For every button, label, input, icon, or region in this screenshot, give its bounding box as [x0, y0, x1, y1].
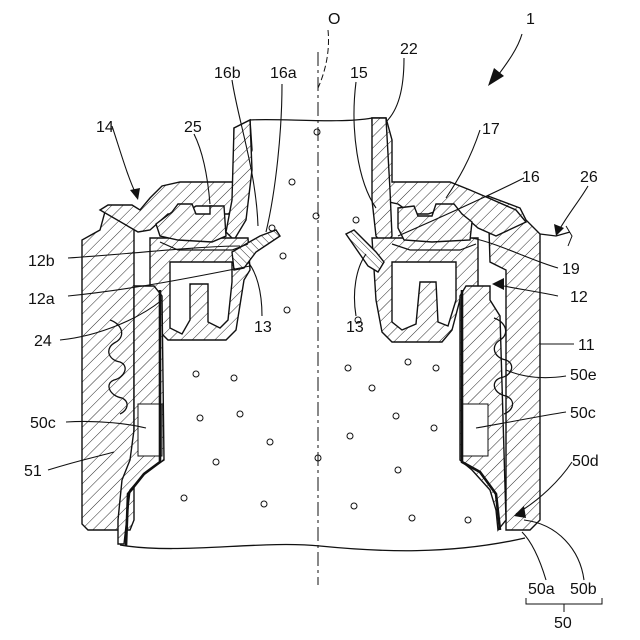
label-17: 17 [482, 121, 500, 138]
label-14: 14 [96, 119, 114, 136]
leader-50a [522, 532, 546, 580]
bottom-break-line [120, 538, 525, 551]
label-51: 51 [24, 463, 42, 480]
label-15: 15 [350, 65, 368, 82]
label-22: 22 [400, 41, 418, 58]
label-50d: 50d [572, 453, 599, 470]
label-50a: 50a [528, 581, 555, 598]
label-13-right: 13 [346, 319, 364, 336]
spout-left-sleeve [226, 120, 252, 240]
label-12b: 12b [28, 253, 55, 270]
label-16: 16 [522, 169, 540, 186]
housing-lip-break [566, 226, 572, 246]
assembly-arrow [496, 34, 522, 78]
label-25: 25 [184, 119, 202, 136]
label-13-left: 13 [254, 319, 272, 336]
label-50: 50 [554, 615, 572, 632]
window-50c-right [462, 404, 488, 456]
axis-break [318, 30, 329, 88]
window-50c-left [138, 404, 162, 456]
valve-16-left [232, 230, 280, 270]
label-axis-o: O [328, 11, 340, 28]
label-50e: 50e [570, 367, 597, 384]
label-19: 19 [562, 261, 580, 278]
leader-14 [112, 126, 136, 194]
bracket-50 [526, 598, 602, 612]
label-12: 12 [570, 289, 588, 306]
label-16a: 16a [270, 65, 297, 82]
label-1: 1 [526, 11, 535, 28]
leader-26 [558, 186, 588, 232]
arrowhead-14 [130, 188, 140, 200]
label-26: 26 [580, 169, 598, 186]
leader-50b [524, 520, 584, 580]
label-50c-left: 50c [30, 415, 56, 432]
leader-22 [386, 58, 404, 122]
arrowhead-12 [492, 278, 504, 290]
label-24: 24 [34, 333, 52, 350]
leader-13-right [354, 254, 366, 316]
label-50b: 50b [570, 581, 597, 598]
housing-lip-26 [540, 232, 570, 236]
label-50c-right: 50c [570, 405, 596, 422]
label-11: 11 [578, 337, 595, 354]
label-12a: 12a [28, 291, 55, 308]
label-16b: 16b [214, 65, 241, 82]
leader-16a [266, 84, 282, 232]
